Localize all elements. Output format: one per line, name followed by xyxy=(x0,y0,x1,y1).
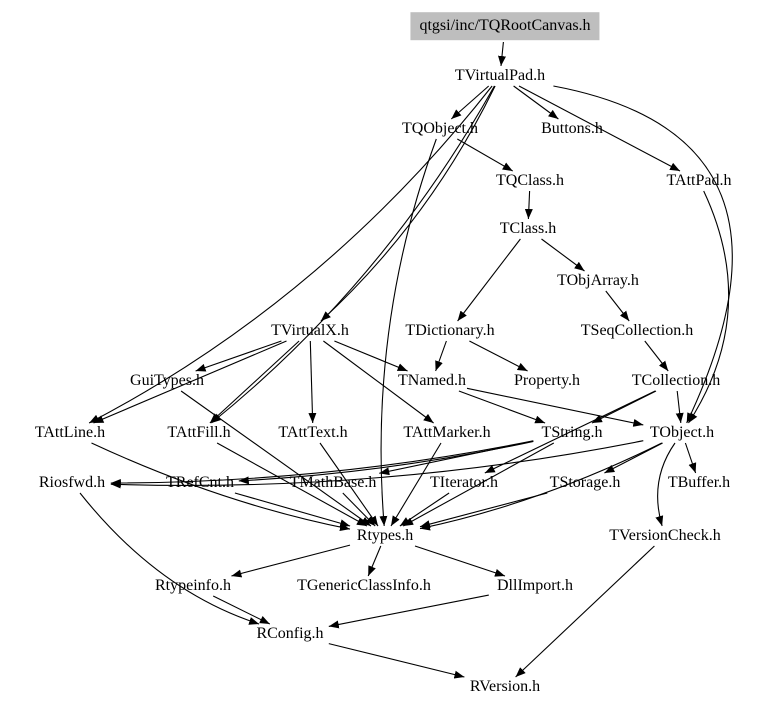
graph-edge-tdictionary-h-to-property-h xyxy=(469,340,528,372)
graph-edge-tseqcollection-h-to-tcollection-h xyxy=(644,340,669,372)
graph-node-tattpad-h[interactable]: TAttPad.h xyxy=(666,172,732,190)
graph-node-buttons-h[interactable]: Buttons.h xyxy=(541,120,603,138)
graph-node-guitypes-h[interactable]: GuiTypes.h xyxy=(130,372,204,390)
graph-node-tatttext-h[interactable]: TAttText.h xyxy=(278,424,348,442)
graph-node-dllimport-h[interactable]: DllImport.h xyxy=(497,577,573,595)
graph-node-tattline-h[interactable]: TAttLine.h xyxy=(34,424,106,442)
graph-edge-tobject-h-to-tbuffer-h xyxy=(684,442,697,474)
graph-node-tseqcollection-h[interactable]: TSeqCollection.h xyxy=(580,322,694,340)
graph-edge-trefcnt-h-to-rtypes-h xyxy=(234,492,351,528)
graph-edge-tvirtualx-h-to-guitypes-h xyxy=(195,340,282,372)
graph-node-tstring-h[interactable]: TString.h xyxy=(541,424,603,442)
graph-node-property-h[interactable]: Property.h xyxy=(513,372,581,390)
graph-edge-tattpad-h-to-tobject-h xyxy=(688,190,730,424)
graph-node-tmathbase-h[interactable]: TMathBase.h xyxy=(289,474,377,492)
graph-node-rversion-h[interactable]: RVersion.h xyxy=(469,678,541,696)
graph-node-tobjarray-h[interactable]: TObjArray.h xyxy=(557,272,639,290)
graph-edge-tstring-h-to-rtypes-h xyxy=(402,442,555,527)
graph-node-titerator-h[interactable]: TIterator.h xyxy=(430,474,498,492)
graph-node-tstorage-h[interactable]: TStorage.h xyxy=(549,474,621,492)
graph-edge-tobject-h-to-riosfwd-h xyxy=(110,440,644,489)
graph-edge-tdictionary-h-to-tnamed-h xyxy=(435,340,447,372)
graph-node-tattfill-h[interactable]: TAttFill.h xyxy=(167,424,231,442)
graph-edge-rtypes-h-to-rtypeinfo-h xyxy=(231,544,351,578)
graph-edge-tnamed-h-to-tstring-h xyxy=(458,390,546,424)
graph-edge-tvirtualpad-h-to-tattpad-h xyxy=(518,85,681,172)
graph-node-tclass-h[interactable]: TClass.h xyxy=(499,220,557,238)
graph-edge-tvirtualpad-h-to-buttons-h xyxy=(513,85,559,120)
graph-edge-tvirtualpad-h-to-tqobject-h xyxy=(450,85,490,120)
graph-node-rtypes-h[interactable]: Rtypes.h xyxy=(356,527,414,545)
graph-edge-riosfwd-h-to-rconfig-h xyxy=(79,492,260,625)
graph-node-tnamed-h[interactable]: TNamed.h xyxy=(398,372,466,390)
graph-edge-tclass-h-to-tobjarray-h xyxy=(541,238,585,272)
graph-edge-tvirtualx-h-to-tattmarker-h xyxy=(323,340,434,424)
graph-edge-rconfig-h-to-rversion-h xyxy=(328,643,465,679)
graph-edge-tvirtualpad-h-to-tvirtualx-h xyxy=(320,85,496,322)
graph-node-tcollection-h[interactable]: TCollection.h xyxy=(631,372,721,390)
graph-edge-tattmarker-h-to-rtypes-h xyxy=(390,442,442,527)
graph-root-node-qtgsi-inc-tqrootcanvas-h: qtgsi/inc/TQRootCanvas.h xyxy=(410,12,600,40)
graph-edge-qtgsi-inc-tqrootcanvas-h-to-tvirtualpad-h xyxy=(498,41,506,67)
graph-edge-tqclass-h-to-tclass-h xyxy=(524,190,533,220)
graph-node-rtypeinfo-h[interactable]: Rtypeinfo.h xyxy=(155,577,231,595)
graph-edge-tcollection-h-to-tstring-h xyxy=(591,390,657,424)
graph-edge-guitypes-h-to-rtypes-h xyxy=(180,390,372,527)
graph-edge-tcollection-h-to-titerator-h xyxy=(484,390,656,474)
graph-edge-tnamed-h-to-tobject-h xyxy=(466,387,644,427)
graph-node-tqobject-h[interactable]: TQObject.h xyxy=(402,120,478,138)
graph-edge-tvirtualx-h-to-tattline-h xyxy=(93,340,287,424)
graph-node-tdictionary-h[interactable]: TDictionary.h xyxy=(405,322,495,340)
graph-node-rconfig-h[interactable]: RConfig.h xyxy=(256,625,324,643)
graph-edge-tvirtualx-h-to-tatttext-h xyxy=(308,340,317,424)
graph-edge-tversioncheck-h-to-rversion-h xyxy=(515,545,655,678)
graph-edge-tobject-h-to-tstorage-h xyxy=(604,442,663,474)
graph-edge-tvirtualx-h-to-tattfill-h xyxy=(209,340,300,424)
graph-edge-tvirtualpad-h-to-tobject-h xyxy=(553,85,733,424)
graph-edge-rtypes-h-to-dllimport-h xyxy=(414,545,506,577)
graph-edge-tvirtualpad-h-to-tattfill-h xyxy=(211,85,495,424)
graph-edge-tmathbase-h-to-rtypes-h xyxy=(342,492,376,527)
graph-node-tvirtualx-h[interactable]: TVirtualX.h xyxy=(271,322,349,340)
graph-edge-rtypes-h-to-tgenericclassinfo-h xyxy=(367,545,382,577)
graph-edge-tobject-h-to-tversioncheck-h xyxy=(655,442,676,527)
graph-edge-tstring-h-to-riosfwd-h xyxy=(110,440,534,487)
graph-edge-tvirtualpad-h-to-tattline-h xyxy=(88,85,493,424)
graph-edge-titerator-h-to-rtypes-h xyxy=(399,492,450,527)
graph-node-tqclass-h[interactable]: TQClass.h xyxy=(496,172,564,190)
graph-node-tvirtualpad-h[interactable]: TVirtualPad.h xyxy=(454,67,546,85)
graph-node-trefcnt-h[interactable]: TRefCnt.h xyxy=(166,474,234,492)
graph-node-tgenericclassinfo-h[interactable]: TGenericClassInfo.h xyxy=(297,577,431,595)
graph-edge-tobjarray-h-to-tseqcollection-h xyxy=(605,290,630,322)
graph-node-tobject-h[interactable]: TObject.h xyxy=(649,424,715,442)
graph-node-tattmarker-h[interactable]: TAttMarker.h xyxy=(403,424,491,442)
graph-edge-tqobject-h-to-tqclass-h xyxy=(457,138,513,172)
graph-edge-dllimport-h-to-rconfig-h xyxy=(328,594,489,629)
graph-node-riosfwd-h[interactable]: Riosfwd.h xyxy=(38,474,106,492)
graph-edge-tcollection-h-to-tobject-h xyxy=(675,390,684,424)
graph-edge-tstring-h-to-tmathbase-h xyxy=(379,440,534,476)
graph-edge-tattline-h-to-rtypes-h xyxy=(91,442,351,532)
graph-edge-tvirtualx-h-to-tnamed-h xyxy=(334,340,408,372)
graph-node-tbuffer-h[interactable]: TBuffer.h xyxy=(667,474,731,492)
graph-edge-tstorage-h-to-rtypes-h xyxy=(419,492,548,529)
graph-edge-rtypeinfo-h-to-rconfig-h xyxy=(212,595,271,625)
graph-edge-tattfill-h-to-rtypes-h xyxy=(216,442,368,527)
graph-node-tversioncheck-h[interactable]: TVersionCheck.h xyxy=(609,527,721,545)
graph-edge-tclass-h-to-tdictionary-h xyxy=(457,238,521,322)
